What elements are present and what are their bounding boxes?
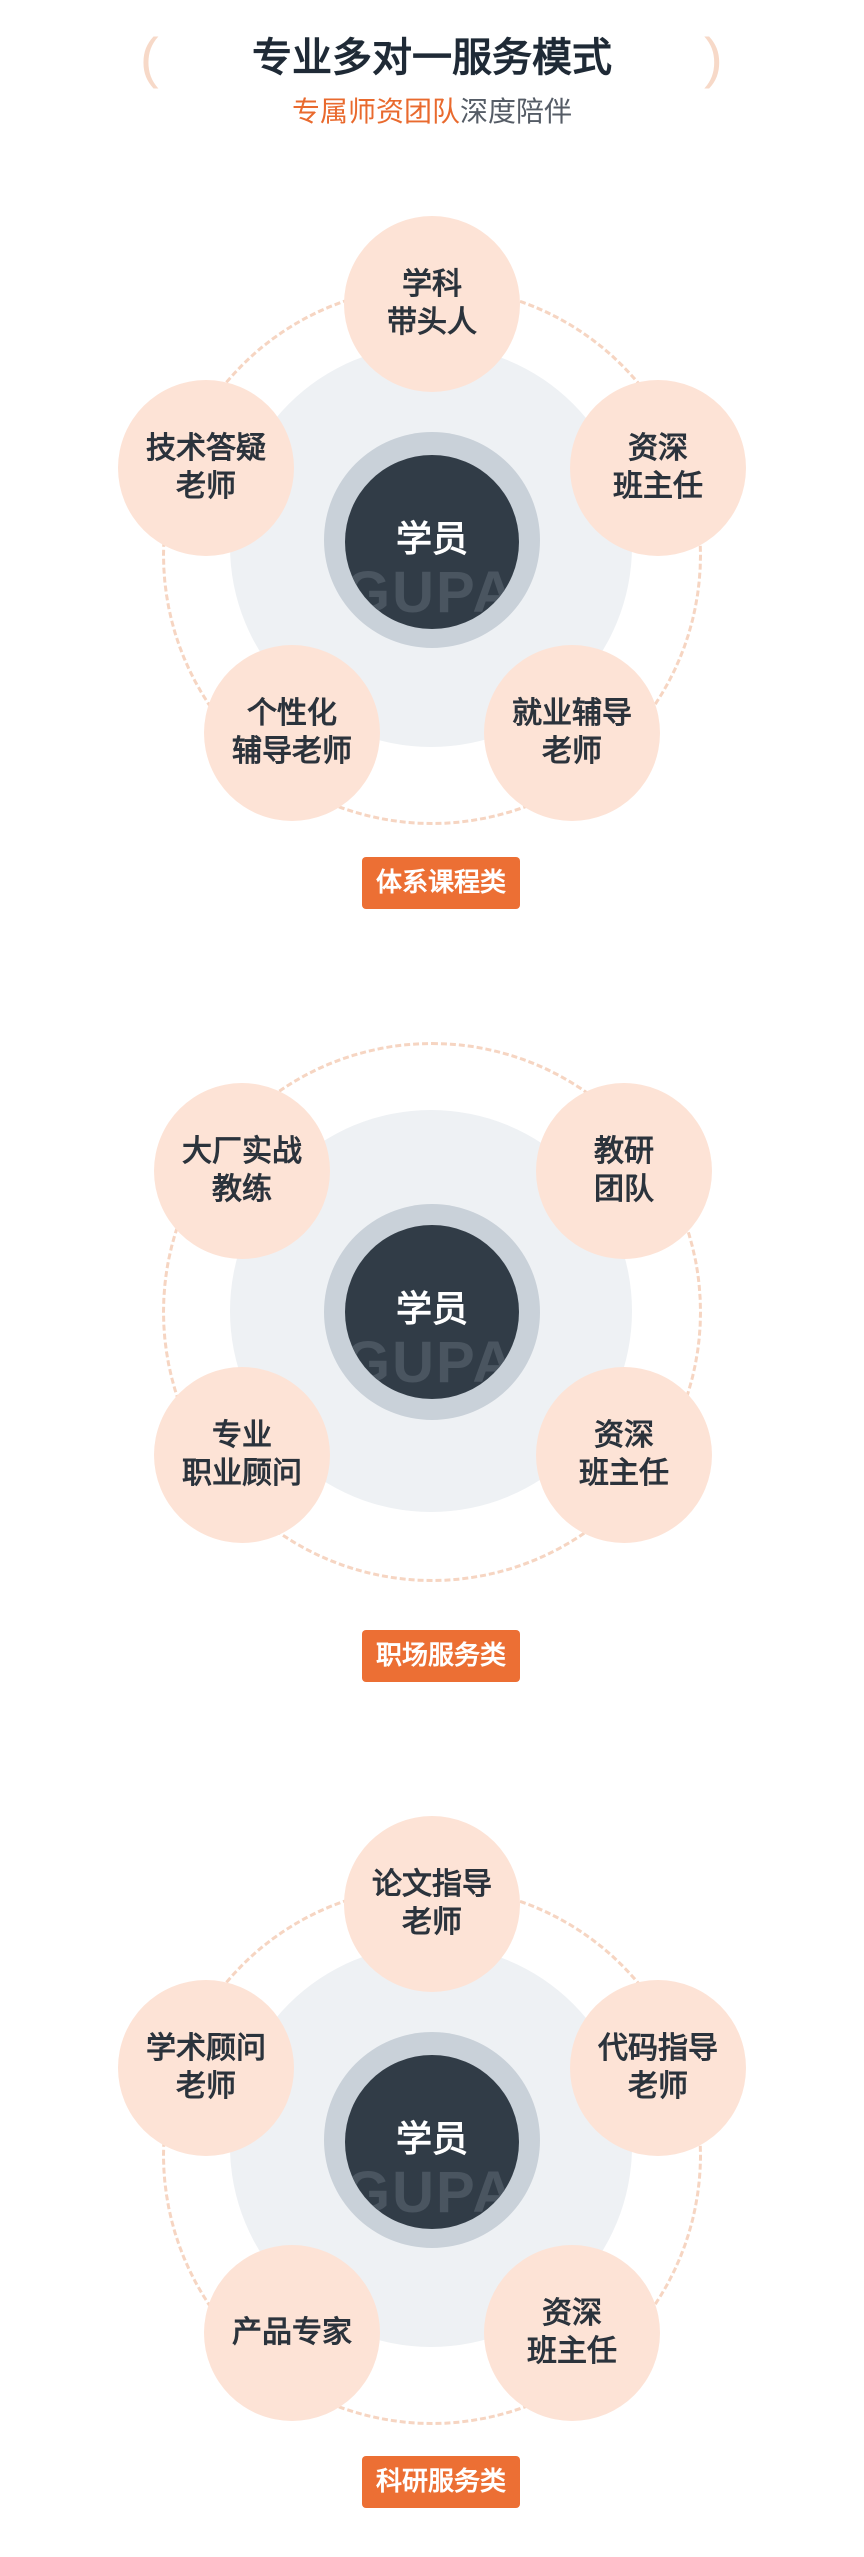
center-label: 学员 [395,519,468,560]
category-tag: 体系课程类 [362,857,521,909]
node-code-advisor: 代码指导 老师 [570,1980,746,2156]
category-tag: 职场服务类 [362,1630,521,1682]
subtitle-accent: 专属师资团队 [291,95,460,128]
node-research-team: 教研 团队 [536,1083,712,1259]
bracket-left-decoration: ( [140,26,159,89]
node-product-expert: 产品专家 [204,2245,380,2421]
node-tech-qa: 技术答疑 老师 [118,380,294,556]
node-industry-coach: 大厂实战 教练 [154,1083,330,1259]
node-head-teacher: 资深 班主任 [536,1367,712,1543]
node-career-advisor: 专业 职业顾问 [154,1367,330,1543]
page-subtitle: 专属师资团队深度陪伴 [0,92,864,132]
watermark-logo: GUPAO [345,2160,519,2225]
center-label: 学员 [395,2119,468,2160]
center-student: GUPAO 学员 [345,2055,519,2229]
section-career: GUPAO 学员 大厂实战 教练 教研 团队 资深 班主任 专业 职业顾问 职场… [154,1042,712,1682]
watermark-logo: GUPAO [345,560,519,625]
node-head-teacher: 资深 班主任 [570,380,746,556]
page-title: 专业多对一服务模式 [252,35,612,81]
node-career-mentor: 就业辅导 老师 [484,645,660,821]
center-label: 学员 [395,1289,468,1330]
node-academic-advisor: 学术顾问 老师 [118,1980,294,2156]
center-student: GUPAO 学员 [345,455,519,629]
node-thesis-advisor: 论文指导 老师 [344,1816,520,1992]
orbit-ring [162,1042,702,1582]
node-head-teacher: 资深 班主任 [484,2245,660,2421]
category-tag: 科研服务类 [362,2456,521,2508]
section-curriculum: GUPAO 学员 学科 带头人 资深 班主任 就业辅导 老师 个性化 辅导老师 … [0,0,864,920]
bracket-right-decoration: ) [704,26,723,89]
center-student: GUPAO 学员 [345,1225,519,1399]
node-subject-leader: 学科 带头人 [344,216,520,392]
page-header: ( 专业多对一服务模式 ) 专属师资团队深度陪伴 [0,0,864,150]
node-personal-tutor: 个性化 辅导老师 [204,645,380,821]
subtitle-rest: 深度陪伴 [460,95,573,128]
watermark-logo: GUPAO [345,1330,519,1395]
